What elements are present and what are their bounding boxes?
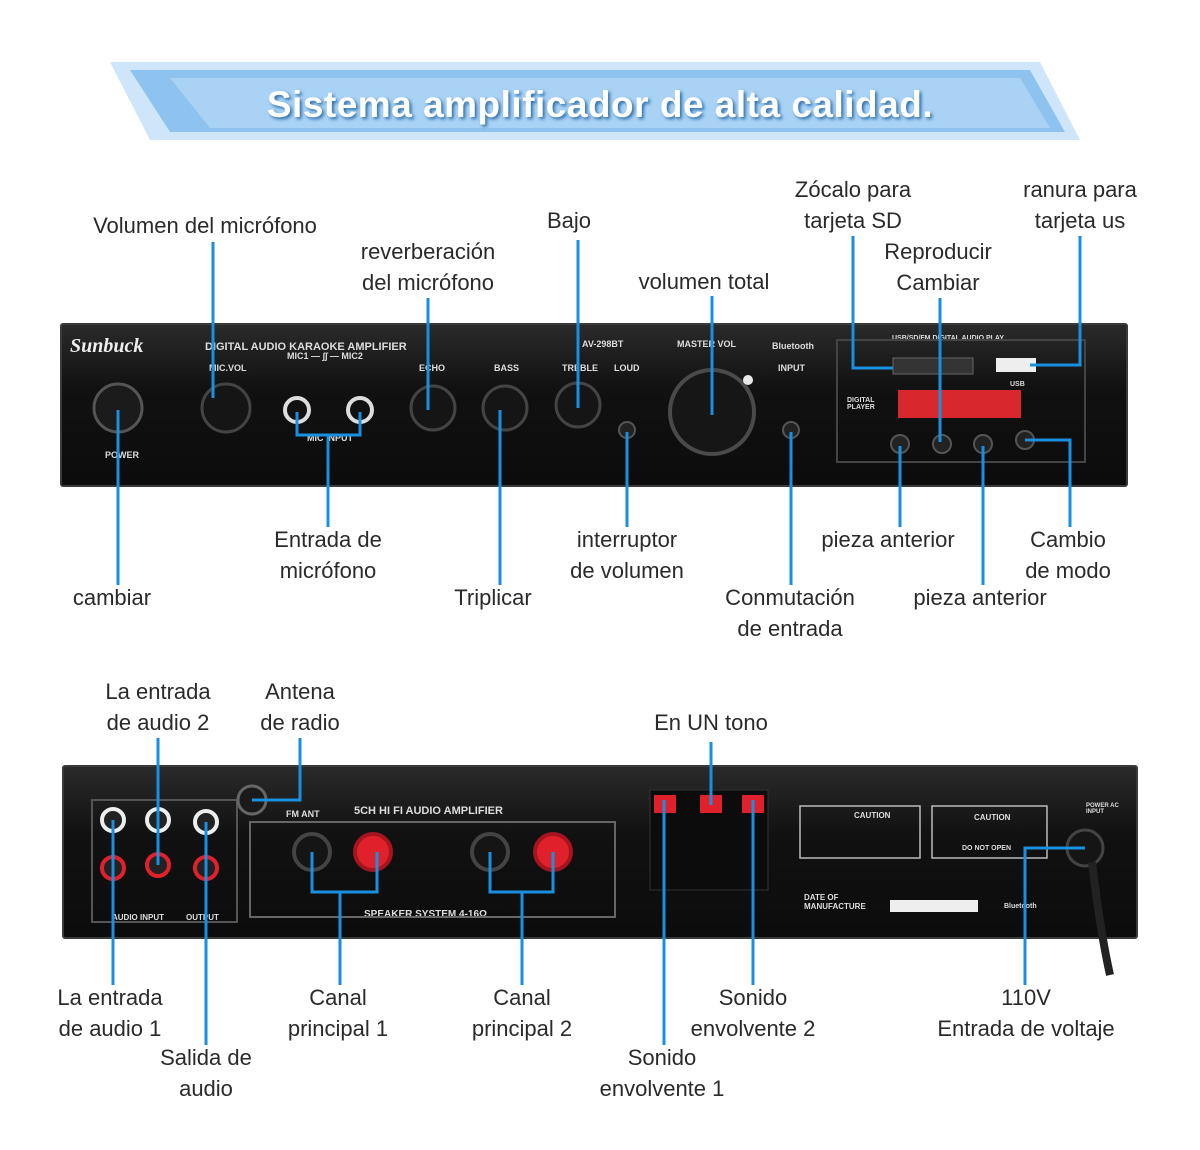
label-prev-2: pieza anterior: [913, 585, 1047, 610]
date-field: [890, 900, 978, 912]
echo-knob: [409, 384, 457, 432]
brand-logo: Sunbuck: [70, 335, 144, 357]
play-button: [932, 434, 952, 454]
mic-vol-label: MIC.VOL: [209, 363, 247, 373]
input-label: INPUT: [778, 363, 805, 373]
power-ac-label: POWER AC INPUT: [1086, 803, 1119, 815]
power-cord: [1088, 861, 1114, 976]
caution-label-2: CAUTION: [974, 813, 1011, 822]
caution-label-1: CAUTION: [854, 811, 891, 820]
usb-slot: [996, 358, 1036, 372]
date-label: DATE OF MANUFACTURE: [804, 893, 866, 911]
usb-panel-label: USB/SD/FM DIGITAL AUDIO PLAY: [892, 335, 1005, 342]
loud-label: LOUD: [614, 363, 640, 373]
label-bass: Bajo: [546, 208, 592, 233]
caution-box-2: [931, 805, 1048, 859]
label-tone: En UN tono: [654, 710, 768, 735]
label-treble: Triplicar: [454, 585, 532, 610]
mic-in-label: MIC1 — ∫∫ — MIC2: [287, 351, 363, 361]
bass-label: BASS: [494, 363, 520, 373]
main1-red-terminal: [353, 832, 393, 872]
power-label: POWER: [105, 450, 140, 460]
bass-knob: [481, 384, 529, 432]
label-master-volume: volumen total: [638, 269, 770, 294]
digital-player-label: DIGITAL PLAYER: [847, 397, 875, 411]
mic-input-label: MIC INPUT: [307, 433, 353, 443]
do-not-open-label: DO NOT OPEN: [962, 845, 1012, 852]
model-number: AV-298BT: [582, 339, 624, 349]
speaker-system-label: SPEAKER SYSTEM 4-16Ω: [364, 909, 488, 920]
bluetooth-label: Bluetooth: [772, 341, 814, 351]
echo-label: ECHO: [419, 363, 446, 373]
caution-box-1: [799, 805, 921, 859]
treble-label: TREBLE: [562, 363, 598, 373]
device-subtitle: DIGITAL AUDIO KARAOKE AMPLIFIER: [205, 341, 407, 353]
rear-bluetooth-label: Bluetooth: [1004, 903, 1037, 910]
usb-player-module: [836, 339, 1086, 463]
usb-label: USB: [1010, 381, 1025, 388]
audio-input-label: AUDIO INPUT: [112, 913, 164, 922]
banner-shape: [110, 62, 1080, 140]
led-display: [898, 390, 1021, 418]
rear-title: 5CH HI FI AUDIO AMPLIFIER: [354, 805, 503, 817]
label-power: cambiar: [72, 585, 152, 610]
fm-ant-label: FM ANT: [286, 809, 320, 819]
master-vol-label: MASTER VOL: [677, 339, 737, 349]
label-prev-1: pieza anterior: [821, 527, 955, 552]
sd-slot: [892, 357, 974, 375]
output-label: OUTPUT: [186, 913, 219, 922]
label-mic-volume: Volumen del micrófono: [93, 213, 317, 238]
banner-title: Sistema amplificador de alta calidad.: [266, 84, 934, 125]
